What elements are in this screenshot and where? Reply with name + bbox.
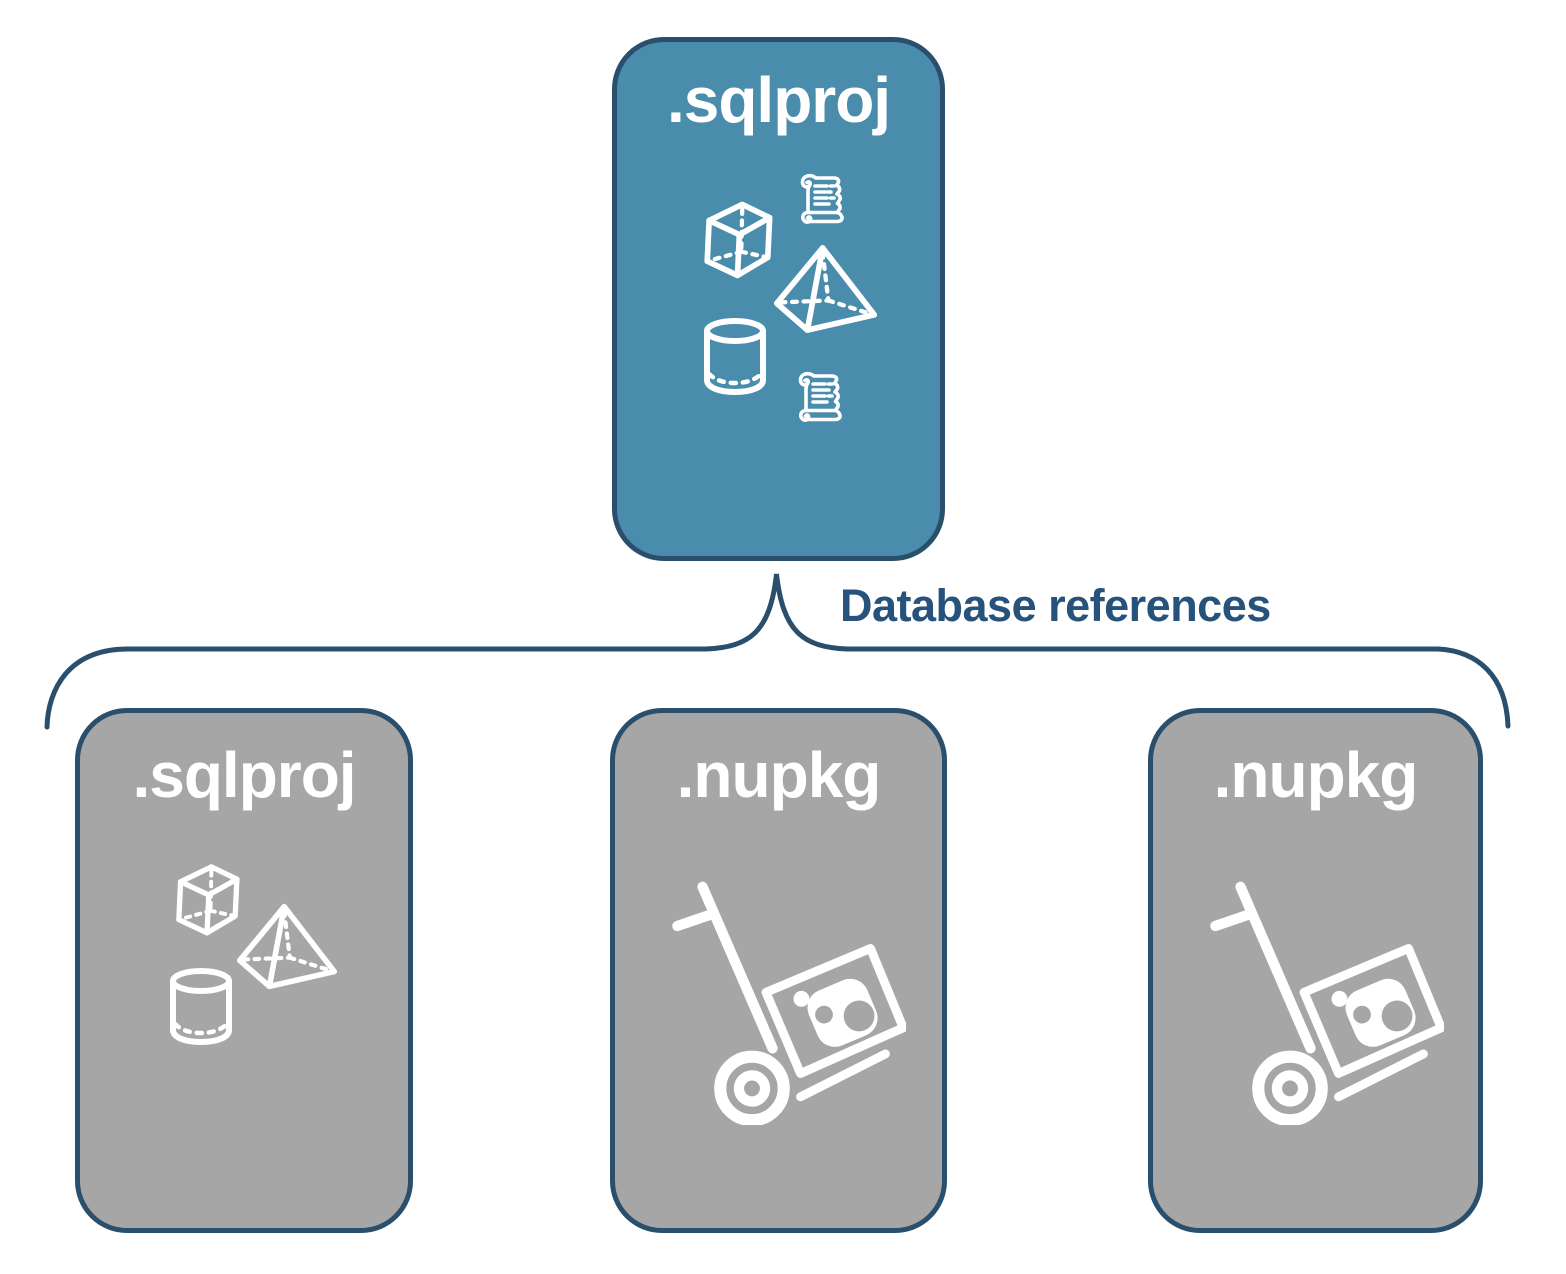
script-scroll-icon [798, 371, 842, 422]
package-dolly-icon [668, 868, 906, 1125]
database-cylinder-icon [700, 318, 770, 400]
package-dolly-icon [1206, 868, 1444, 1125]
cube-icon [690, 195, 785, 282]
database-cylinder-icon [166, 968, 236, 1050]
connector-label: Database references [840, 580, 1271, 631]
node-label: .sqlproj [666, 64, 891, 136]
node-label: .sqlproj [132, 739, 356, 811]
node-label: .nupkg [1213, 739, 1419, 811]
sqlproj-root-node: .sqlproj [612, 37, 945, 561]
pyramid-icon [773, 244, 878, 335]
script-scroll-icon [800, 173, 844, 224]
referenced-nupkg-node: .nupkg [610, 708, 947, 1233]
node-label: .nupkg [676, 739, 882, 811]
pyramid-icon [236, 903, 338, 991]
referenced-nupkg-node: .nupkg [1148, 708, 1483, 1233]
referenced-sqlproj-node: .sqlproj [75, 708, 413, 1233]
